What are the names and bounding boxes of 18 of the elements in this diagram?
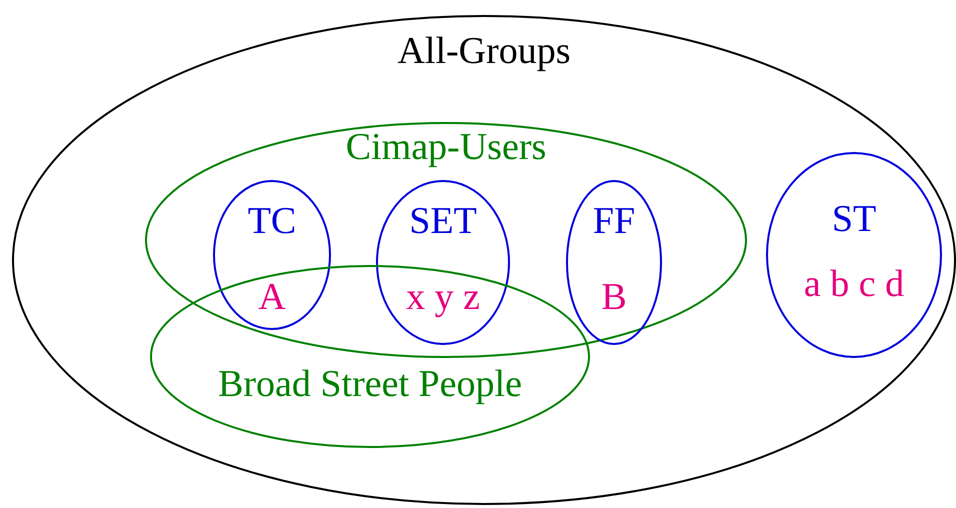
group-label: Cimap-Users bbox=[346, 128, 546, 166]
group-label: SET bbox=[409, 202, 477, 240]
set-ellipse bbox=[566, 180, 662, 345]
member-label: A bbox=[258, 278, 286, 316]
group-ellipse bbox=[145, 122, 747, 358]
group-label: Broad Street People bbox=[218, 365, 522, 403]
member-label: x y z bbox=[406, 278, 480, 316]
group-ellipse bbox=[150, 265, 590, 448]
set-ellipse bbox=[766, 152, 942, 358]
group-label: FF bbox=[592, 202, 636, 240]
set-ellipse bbox=[376, 180, 510, 345]
group-label: ST bbox=[832, 200, 876, 238]
group-label: TC bbox=[248, 202, 296, 240]
group-label: All-Groups bbox=[397, 32, 571, 70]
member-label: a b c d bbox=[804, 265, 904, 303]
group-ellipse bbox=[12, 15, 956, 505]
set-ellipse bbox=[213, 180, 331, 330]
member-label: B bbox=[601, 278, 627, 316]
